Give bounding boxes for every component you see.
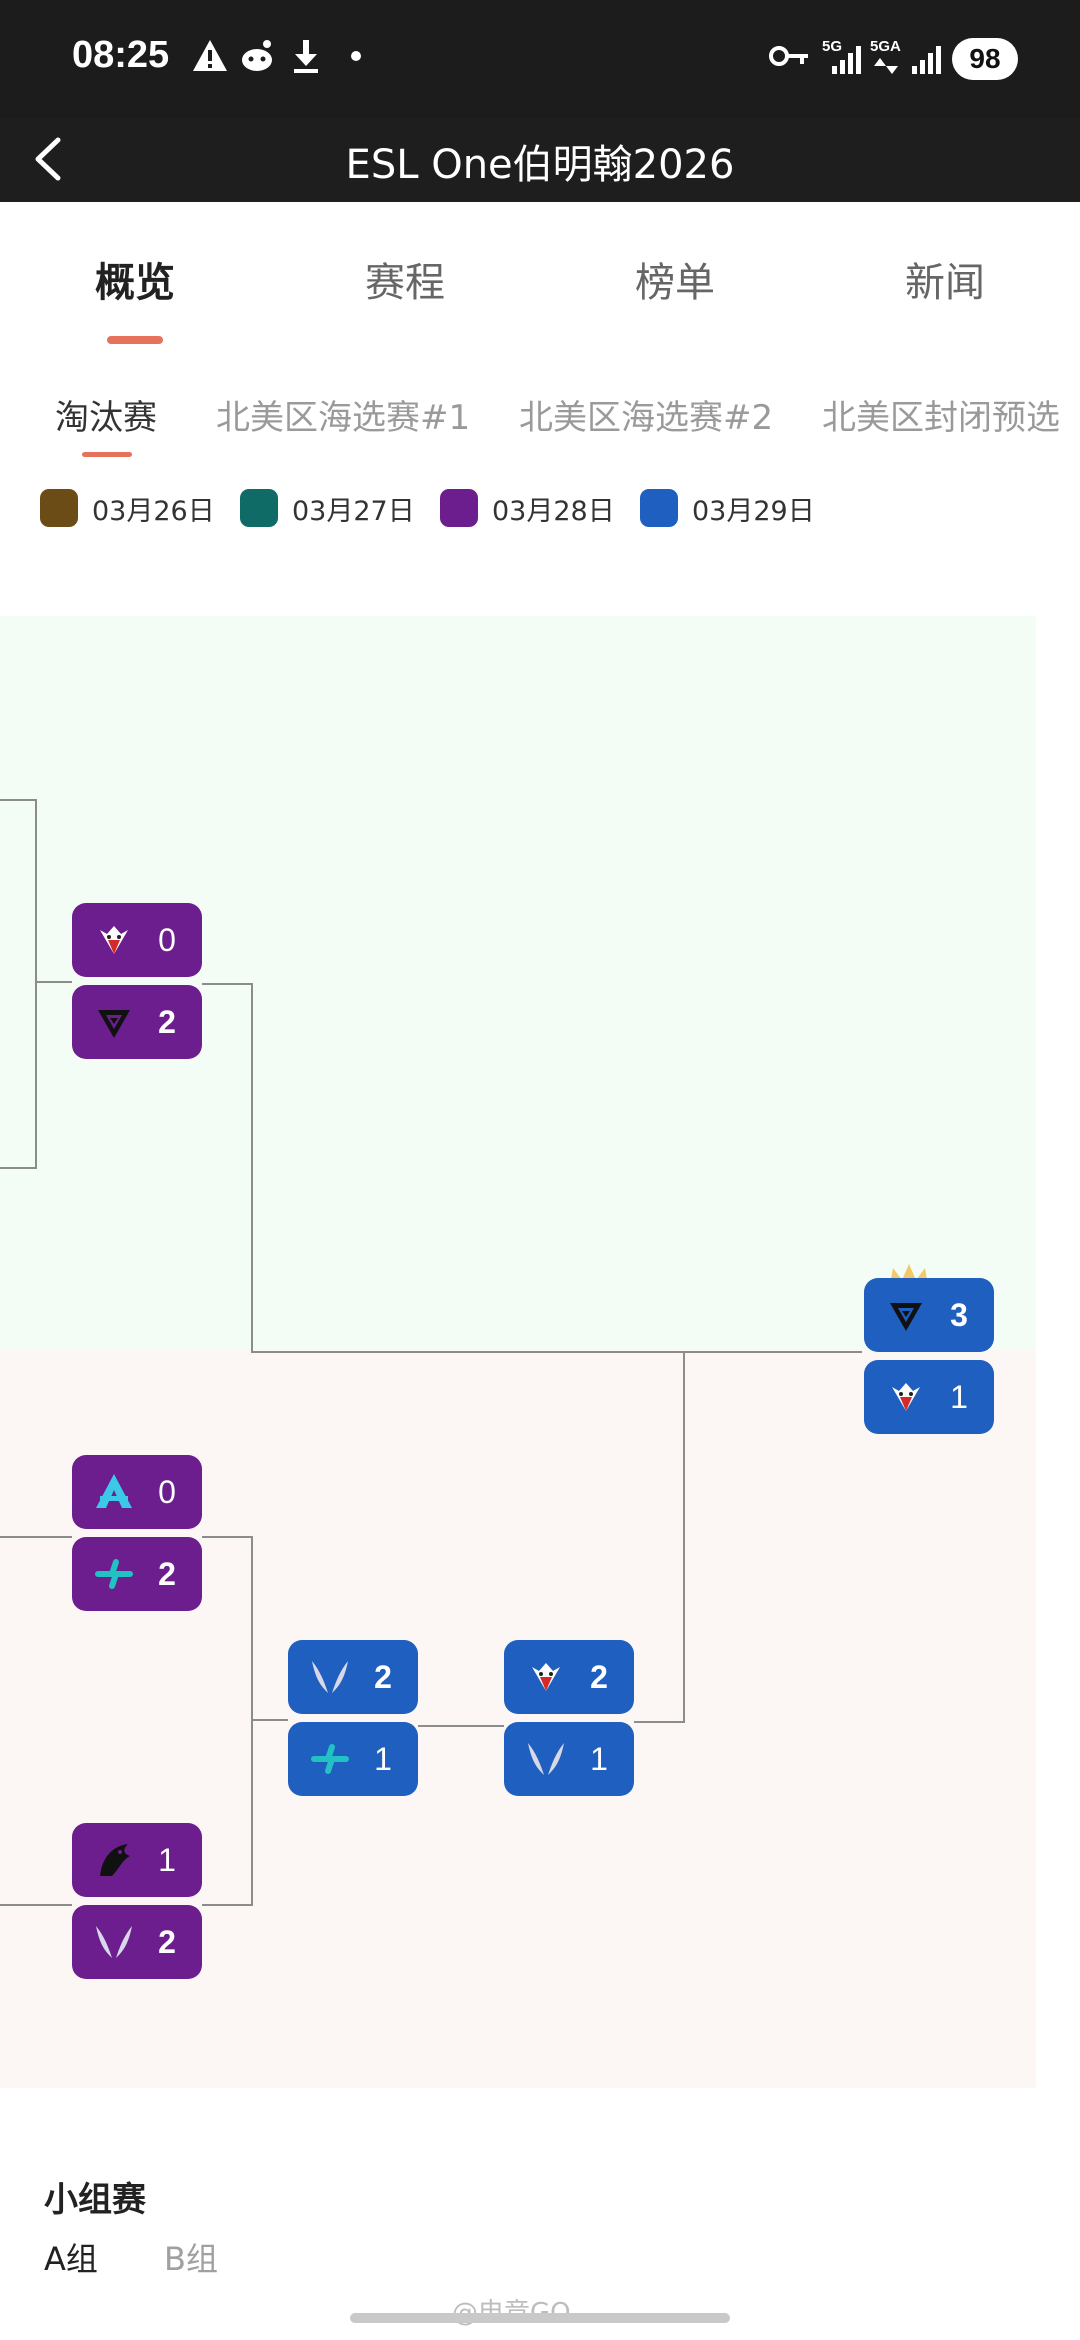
- tab-news[interactable]: 新闻: [905, 260, 985, 306]
- group-stage-title: 小组赛: [44, 2180, 146, 2220]
- active-tab-indicator: [107, 336, 163, 344]
- network-label-2: 5GA: [870, 38, 901, 55]
- team-score: 2: [158, 1923, 176, 1960]
- legend-item: 03月28日: [440, 486, 615, 530]
- team-score: 0: [158, 1473, 176, 1510]
- legend-label: 03月26日: [92, 495, 215, 527]
- dot-icon: [351, 51, 361, 61]
- team-score: 1: [590, 1740, 608, 1777]
- team-score: 2: [374, 1658, 392, 1695]
- red-wolf-logo-icon: [878, 1369, 934, 1425]
- tundra-logo-icon: [86, 994, 142, 1050]
- title-bar: ESL One伯明翰2026: [0, 118, 1080, 202]
- subtab-na-open-1[interactable]: 北美区海选赛#1: [216, 398, 471, 438]
- team-score: 0: [158, 921, 176, 958]
- team-score: 2: [158, 1003, 176, 1040]
- cyan-cross-logo-icon: [302, 1731, 358, 1787]
- signal-icon: [832, 46, 861, 74]
- battery-indicator: 98: [952, 38, 1018, 80]
- team-score: 2: [590, 1658, 608, 1695]
- legend-label: 03月28日: [492, 495, 615, 527]
- active-subtab-indicator: [82, 452, 132, 457]
- legend-item: 03月29日: [640, 486, 815, 530]
- tundra-logo-icon: [878, 1287, 934, 1343]
- xtreme-wings-logo-icon: [86, 1914, 142, 1970]
- status-time: 08:25: [72, 34, 170, 76]
- red-wolf-logo-icon: [86, 912, 142, 968]
- legend-swatch: [440, 489, 478, 527]
- legend-item: 03月26日: [40, 486, 215, 530]
- legend-item: 03月27日: [240, 486, 415, 530]
- team-score: 2: [158, 1555, 176, 1592]
- subtab-playoffs[interactable]: 淘汰赛: [55, 398, 157, 438]
- match-cell[interactable]: 1: [504, 1722, 634, 1796]
- match-cell[interactable]: 2: [72, 1905, 202, 1979]
- team-score: 1: [374, 1740, 392, 1777]
- legend-swatch: [240, 489, 278, 527]
- team-score: 3: [950, 1296, 968, 1333]
- status-bar: 08:25 5G 5GA 98: [0, 0, 1080, 118]
- red-wolf-logo-icon: [518, 1649, 574, 1705]
- group-stage-section: 小组赛 A组 B组: [0, 2118, 1080, 2340]
- match-cell[interactable]: 3: [864, 1278, 994, 1352]
- xtreme-wings-logo-icon: [302, 1649, 358, 1705]
- team-score: 1: [950, 1378, 968, 1415]
- date-legend: 03月26日 03月27日 03月28日 03月29日: [0, 486, 1080, 530]
- main-tabs: 概览 赛程 榜单 新闻: [0, 202, 1080, 352]
- tab-rankings[interactable]: 榜单: [635, 260, 715, 306]
- page-title: ESL One伯明翰2026: [345, 142, 735, 188]
- key-icon: [769, 46, 808, 66]
- match-cell[interactable]: 2: [72, 1537, 202, 1611]
- match-cell[interactable]: 1: [864, 1360, 994, 1434]
- tab-group-b[interactable]: B组: [164, 2240, 218, 2278]
- legend-swatch: [640, 489, 678, 527]
- warning-icon: [193, 40, 227, 71]
- match-cell[interactable]: 1: [288, 1722, 418, 1796]
- team-score: 1: [158, 1841, 176, 1878]
- match-cell[interactable]: 0: [72, 1455, 202, 1529]
- subtab-na-open-2[interactable]: 北美区海选赛#2: [519, 398, 774, 438]
- signal-icon-2: [912, 46, 941, 74]
- watermark: @电竞GO: [452, 2292, 571, 2329]
- tab-schedule[interactable]: 赛程: [365, 260, 445, 306]
- back-arrow-icon[interactable]: [24, 126, 84, 192]
- reddit-icon: [242, 40, 272, 71]
- cyan-cross-logo-icon: [86, 1546, 142, 1602]
- network-label-1: 5G: [822, 38, 843, 55]
- spirit-dragon-logo-icon: [86, 1832, 142, 1888]
- xtreme-wings-logo-icon: [518, 1731, 574, 1787]
- aurora-logo-icon: [86, 1464, 142, 1520]
- subtab-na-closed[interactable]: 北美区封闭预选: [822, 398, 1060, 438]
- upper-bracket-area: [0, 616, 1036, 1350]
- legend-label: 03月29日: [692, 495, 815, 527]
- tab-group-a[interactable]: A组: [44, 2240, 98, 2278]
- match-cell[interactable]: 1: [72, 1823, 202, 1897]
- stage-subtabs: 淘汰赛 北美区海选赛#1 北美区海选赛#2 北美区封闭预选: [0, 352, 1080, 462]
- home-indicator[interactable]: [350, 2313, 730, 2323]
- match-cell[interactable]: 2: [504, 1640, 634, 1714]
- bracket-connector-lines: [0, 799, 862, 1906]
- tab-overview[interactable]: 概览: [95, 260, 175, 306]
- match-cell[interactable]: 2: [72, 985, 202, 1059]
- match-cell[interactable]: 0: [72, 903, 202, 977]
- legend-label: 03月27日: [292, 495, 415, 527]
- download-icon: [294, 40, 318, 73]
- data-arrows-icon: [874, 58, 898, 74]
- match-cell[interactable]: 2: [288, 1640, 418, 1714]
- legend-swatch: [40, 489, 78, 527]
